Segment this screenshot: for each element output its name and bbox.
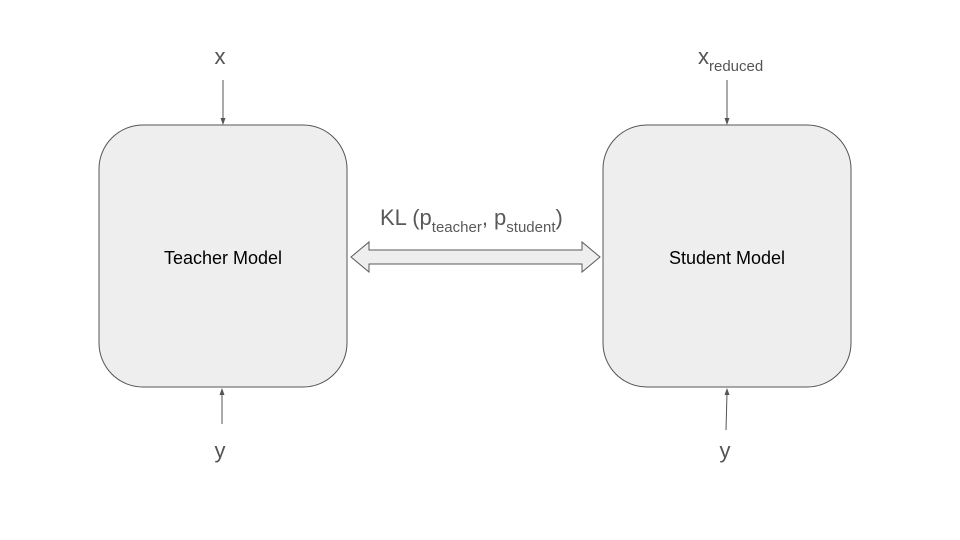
teacher-input-arrow (220, 80, 226, 125)
student-input-label: xreduced (698, 44, 763, 75)
student-input-subscript: reduced (709, 58, 763, 75)
teacher-model-label: Teacher Model (164, 248, 282, 268)
student-model-label: Student Model (669, 248, 785, 268)
teacher-target-label: y (215, 438, 226, 463)
student-target-label: y (720, 438, 731, 463)
teacher-target-arrow (219, 388, 225, 424)
student-target-arrow (724, 388, 730, 431)
teacher-input-label: x (215, 44, 226, 69)
teacher-model-box: Teacher Model (98, 124, 348, 388)
student-model-box: Student Model (602, 124, 852, 388)
kl-double-arrow (350, 240, 601, 274)
kl-divergence-label: KL (pteacher, pstudent) (380, 205, 563, 236)
student-input-arrow (724, 80, 730, 125)
